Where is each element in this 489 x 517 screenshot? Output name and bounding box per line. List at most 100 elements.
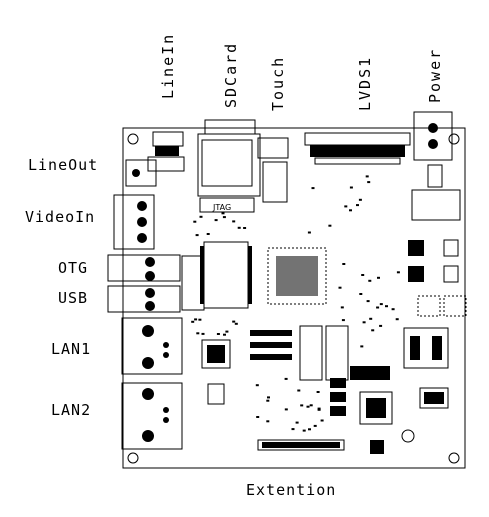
smd-part	[243, 227, 247, 229]
smd-part	[396, 271, 400, 274]
label-videoin: VideoIn	[25, 208, 96, 226]
extension-connector	[257, 439, 345, 451]
flash-chip	[325, 325, 349, 381]
smd-part	[317, 407, 321, 410]
bga-cluster	[267, 247, 327, 305]
smd-part	[232, 320, 236, 323]
smd-part	[341, 319, 345, 322]
power-regulators	[330, 366, 449, 416]
smd-part	[191, 320, 195, 323]
smd-part	[359, 293, 363, 295]
label-touch: Touch	[269, 55, 287, 111]
label-lan1: LAN1	[51, 340, 92, 358]
smd-part	[307, 231, 311, 234]
smd-part	[349, 186, 353, 189]
button	[401, 429, 415, 443]
mounting-hole	[448, 452, 460, 464]
smd-part	[237, 226, 241, 229]
smd-part	[198, 318, 202, 321]
smd-part	[360, 345, 364, 348]
ic-chip	[207, 383, 225, 405]
smd-part	[266, 399, 270, 402]
label-lan2: LAN2	[51, 401, 92, 419]
smd-part	[195, 234, 199, 237]
smd-part	[284, 377, 288, 380]
smd-part	[368, 279, 372, 282]
sdcard-slot	[197, 119, 261, 213]
passive-components	[191, 175, 400, 432]
smd-part	[361, 274, 365, 276]
lan1-jack	[121, 317, 183, 375]
smd-part	[367, 181, 371, 184]
smd-part	[377, 276, 380, 279]
touch-connector	[257, 137, 289, 203]
smd-part	[395, 318, 399, 321]
linein-connector	[147, 131, 185, 172]
smd-part	[379, 324, 383, 327]
pcb-outline	[122, 127, 466, 469]
label-lineout: LineOut	[28, 156, 99, 174]
smd-part	[232, 220, 236, 223]
capacitor	[370, 440, 384, 454]
label-otg: OTG	[58, 259, 89, 277]
lan2-jack	[121, 382, 183, 450]
smd-part	[376, 306, 380, 309]
label-extention: Extention	[246, 481, 337, 499]
jtag-label: JTAG	[212, 203, 231, 212]
smd-part	[308, 428, 311, 431]
smd-part	[295, 421, 299, 424]
smd-part	[371, 329, 375, 332]
smd-part	[356, 204, 359, 207]
label-sdcard: SDCard	[222, 41, 240, 108]
smd-part	[369, 317, 373, 320]
smd-part	[255, 384, 259, 387]
smd-part	[366, 300, 370, 303]
smd-part	[234, 322, 238, 325]
lineout-jack	[125, 159, 157, 187]
smd-part	[206, 233, 210, 235]
power-jack	[411, 111, 461, 221]
videoin-jack	[113, 194, 155, 250]
controller-chip	[359, 391, 393, 425]
smd-part	[196, 332, 200, 335]
smd-part	[256, 416, 260, 418]
smd-part	[300, 404, 304, 407]
smd-part	[309, 404, 313, 407]
smd-part	[223, 333, 226, 336]
ethernet-controller	[201, 339, 231, 369]
memory-rows	[250, 330, 292, 360]
smd-part	[385, 305, 388, 308]
smd-part	[349, 209, 352, 212]
otg-connector	[107, 254, 181, 282]
smd-part	[391, 308, 395, 311]
smd-part	[291, 428, 295, 431]
smd-part	[379, 303, 383, 306]
smd-part	[358, 198, 362, 201]
smd-part	[221, 212, 225, 215]
smd-part	[342, 263, 346, 265]
power-inductors	[403, 239, 467, 369]
smd-part	[214, 219, 218, 222]
smd-part	[297, 389, 301, 392]
smd-part	[311, 187, 315, 190]
smd-part	[266, 420, 270, 423]
mounting-hole	[127, 133, 139, 145]
smd-part	[222, 216, 226, 219]
smd-part	[302, 429, 306, 432]
smd-part	[338, 286, 342, 289]
smd-part	[225, 330, 229, 333]
smd-part	[306, 405, 310, 408]
smd-part	[365, 175, 369, 178]
smd-part	[328, 224, 332, 227]
smd-part	[216, 333, 220, 335]
smd-part	[317, 408, 321, 411]
smd-part	[340, 306, 344, 309]
label-usb: USB	[58, 289, 89, 307]
mounting-hole	[448, 133, 460, 145]
label-linein: LineIn	[159, 32, 177, 99]
cpu-chip	[200, 241, 252, 309]
smd-part	[344, 205, 348, 208]
mounting-hole	[127, 452, 139, 464]
